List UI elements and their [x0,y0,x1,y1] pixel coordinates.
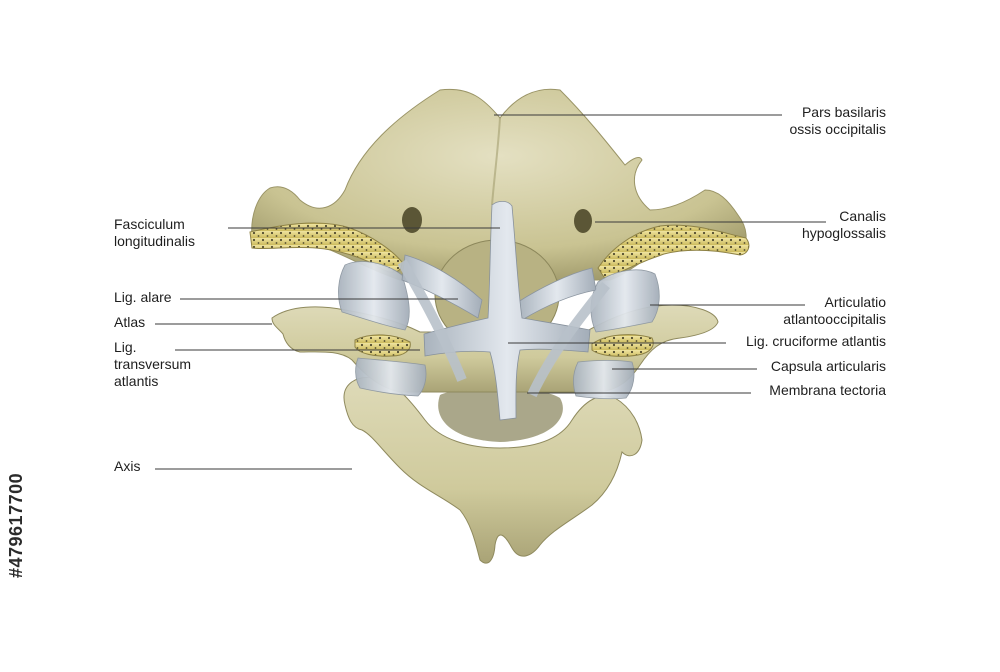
cut-surface-atlas-left [354,334,411,357]
label-lig-cruciforme: Lig. cruciforme atlantis [745,333,886,349]
label-pars-basilaris: Pars basilaris ossis occipitalis [789,104,886,137]
label-lig-alare: Lig. alare [114,289,172,305]
cruciform-ligament [423,200,591,421]
tectorial-membrane-right [527,281,610,398]
label-articulatio: Articulatio atlantooccipitalis [783,294,886,327]
label-membrana-tectoria: Membrana tectoria [769,382,886,398]
joint-capsule-upper-right [590,269,660,333]
stock-image-id-text: #479617700 [6,472,26,578]
label-canalis-hypoglossalis: Canalis hypoglossalis [801,208,886,241]
hypoglossal-canal-right [574,209,592,233]
hypoglossal-canal-left [402,207,422,233]
label-capsula-articularis: Capsula articularis [770,358,886,374]
tectorial-membrane-left [397,259,467,382]
axis-vertebra [343,376,643,564]
label-atlas: Atlas [114,314,146,330]
cut-surface-atlas-right [591,334,654,357]
occipital-crest-shading [491,117,501,206]
joint-capsule-lower-right [573,360,635,400]
cut-surface-right [597,224,750,281]
stock-image-id: #479617700 [2,428,26,578]
label-fasciculum-longitudinalis: Fasciculum longitudinalis [114,216,195,249]
label-lig-transversum: Lig. transversum atlantis [114,339,192,389]
label-axis: Axis [114,458,141,474]
joint-capsule-lower-left [355,357,427,397]
